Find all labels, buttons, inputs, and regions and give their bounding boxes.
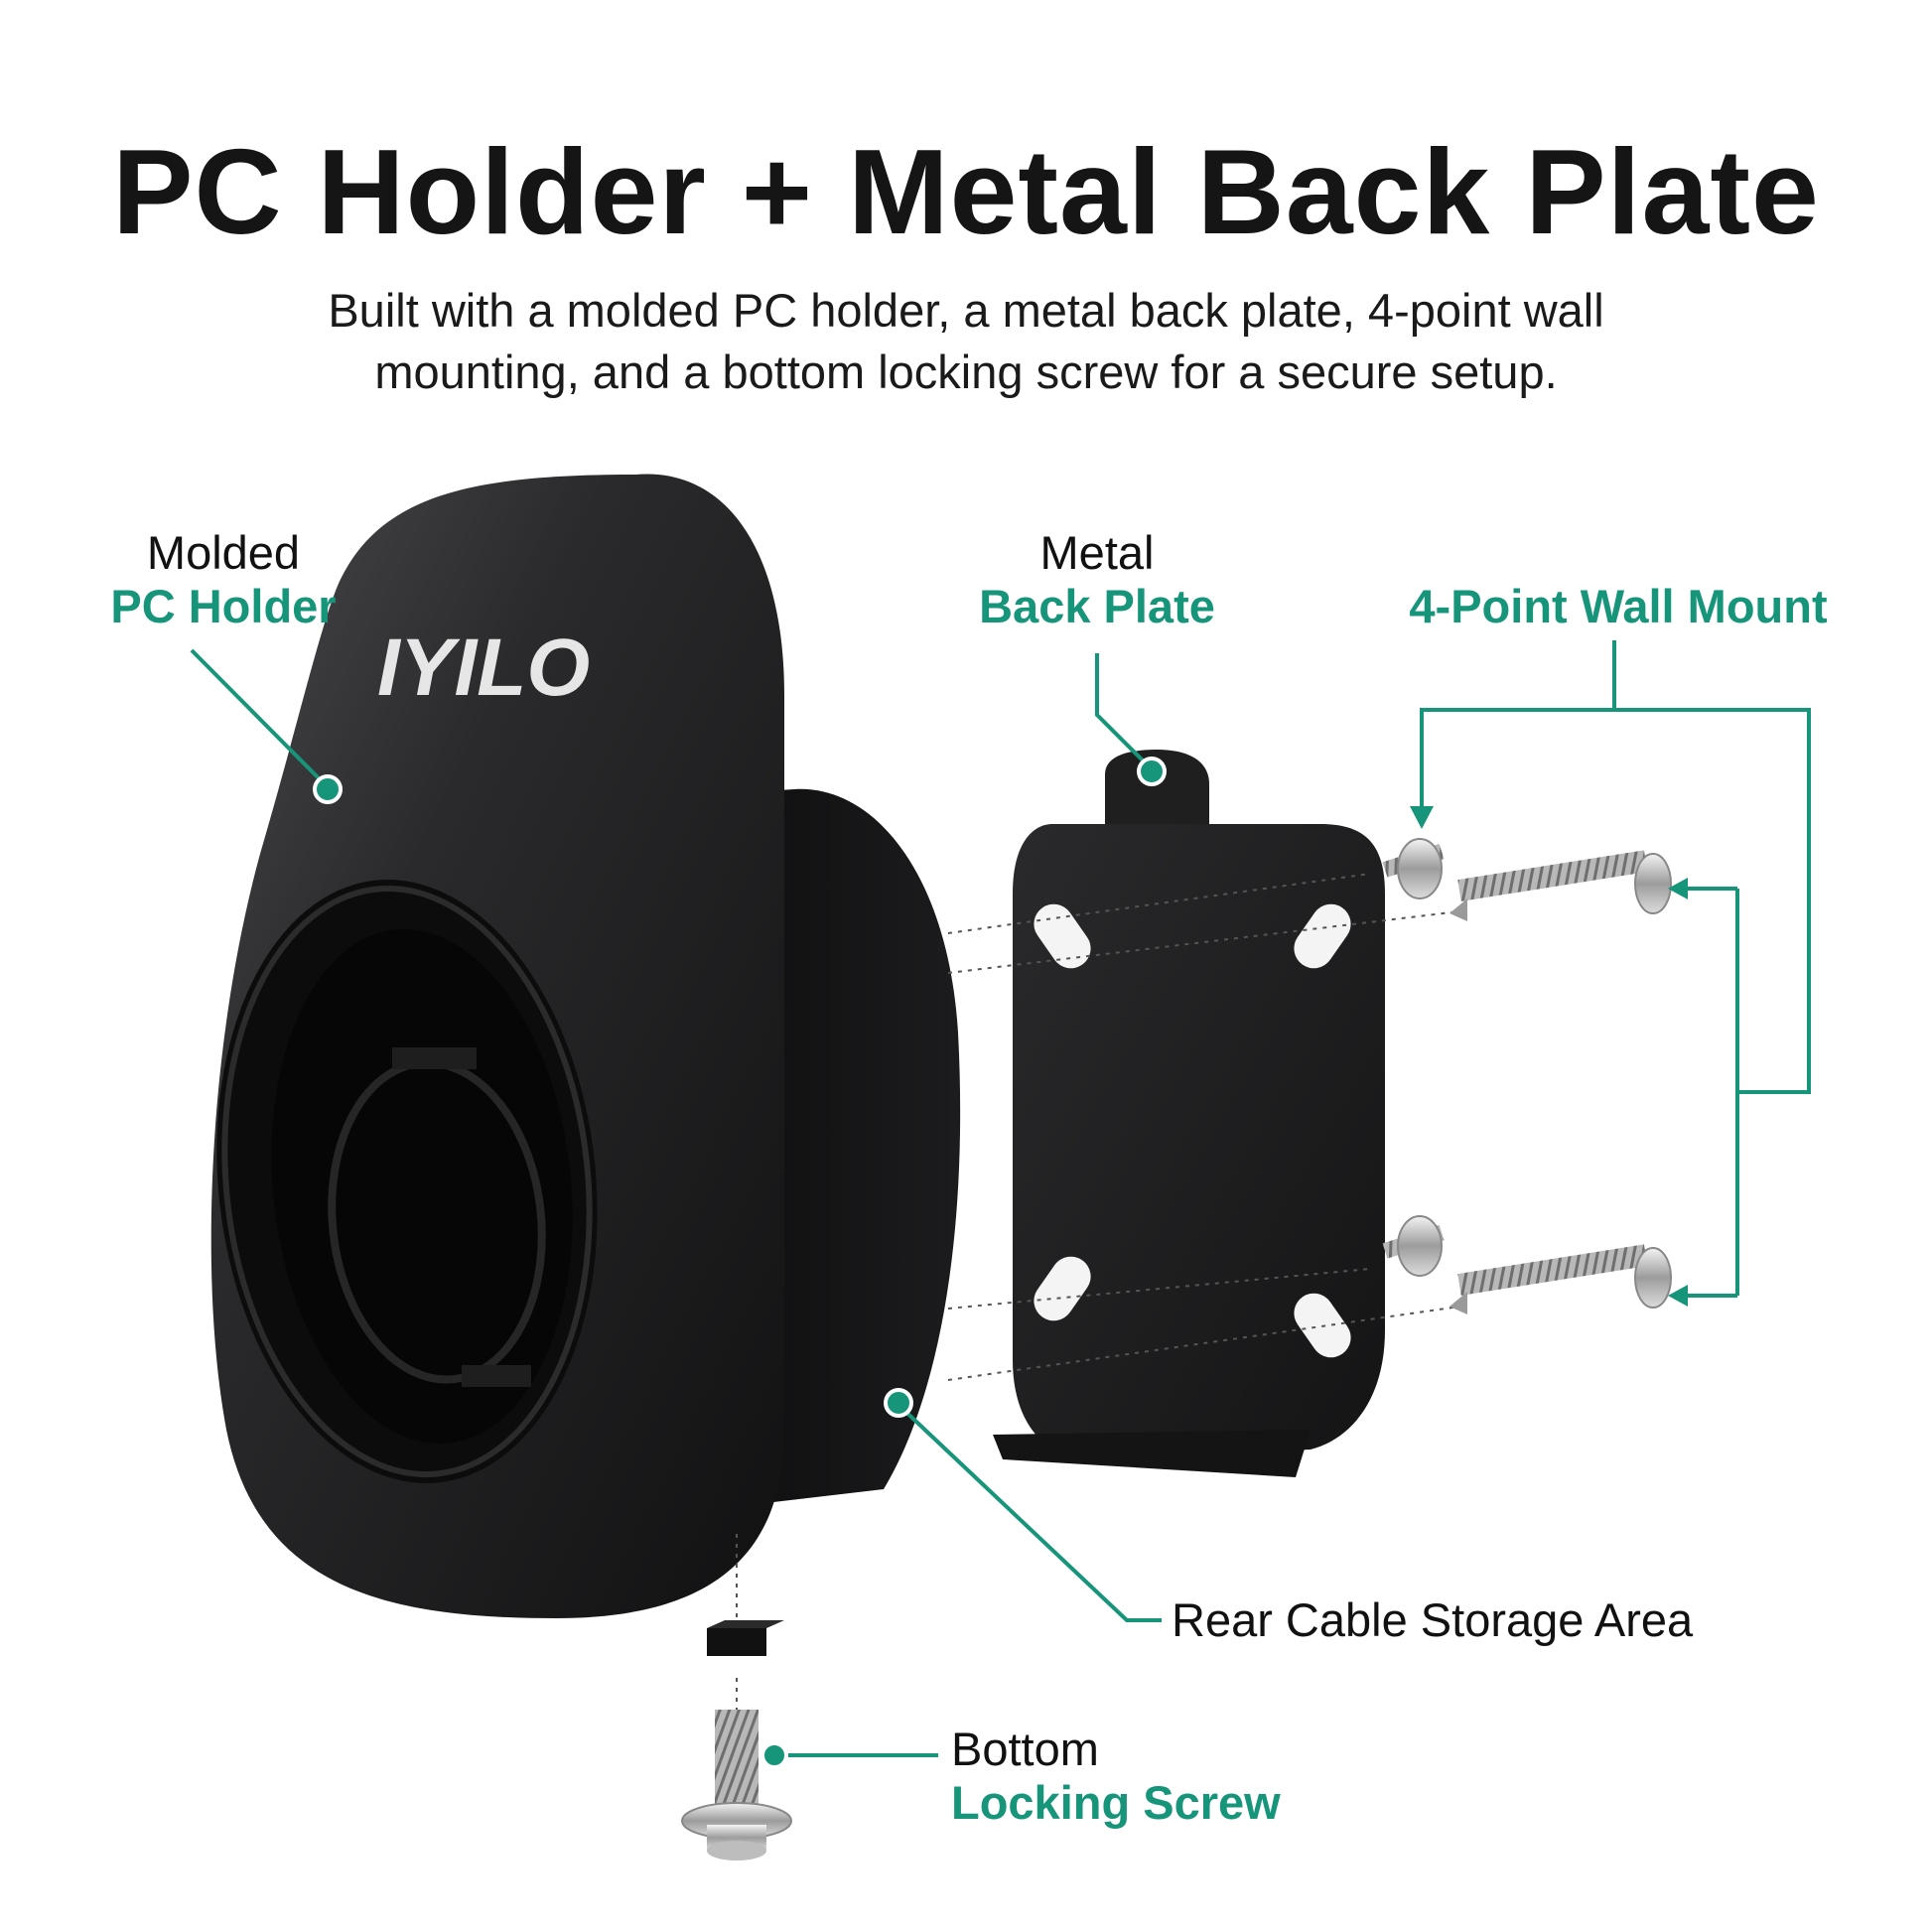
nut-icon bbox=[707, 1620, 784, 1656]
callout-dots bbox=[313, 757, 1167, 1769]
bolt-icon bbox=[681, 1710, 792, 1861]
screw-icon bbox=[1449, 1244, 1672, 1314]
metal-back-plate bbox=[993, 750, 1385, 1477]
screw-icon bbox=[1449, 850, 1672, 921]
locking-screw-line-1: Bottom bbox=[951, 1723, 1099, 1775]
page-title: PC Holder + Metal Back Plate bbox=[112, 124, 1820, 259]
back-plate-line-2: Back Plate bbox=[979, 580, 1215, 633]
callout-locking-screw: Bottom Locking Screw bbox=[951, 1723, 1368, 1830]
screw-icon bbox=[1382, 838, 1445, 899]
pc-holder-line-2: PC Holder bbox=[110, 580, 337, 633]
locking-screw-line-2: Locking Screw bbox=[951, 1776, 1281, 1830]
callout-lines bbox=[190, 640, 1811, 1757]
callout-markers bbox=[1410, 806, 1688, 1307]
page-subtitle: Built with a molded PC holder, a metal b… bbox=[0, 280, 1932, 403]
callout-cable-storage: Rear Cable Storage Area bbox=[1172, 1593, 1694, 1646]
back-plate-line-1: Metal bbox=[1039, 526, 1155, 579]
subtitle-line-1: Built with a molded PC holder, a metal b… bbox=[328, 284, 1604, 337]
brand-logo: IYILO bbox=[377, 622, 590, 713]
callout-pc-holder: Molded PC Holder bbox=[69, 526, 377, 633]
pc-holder: IYILO bbox=[210, 474, 961, 1619]
callout-wall-mount: 4-Point Wall Mount bbox=[1370, 580, 1866, 633]
subtitle-line-2: mounting, and a bottom locking screw for… bbox=[374, 345, 1558, 398]
screw-icon bbox=[1382, 1215, 1445, 1277]
wall-mount-label: 4-Point Wall Mount bbox=[1409, 580, 1828, 632]
pc-holder-line-1: Molded bbox=[146, 526, 301, 579]
callout-back-plate: Metal Back Plate bbox=[948, 526, 1246, 633]
